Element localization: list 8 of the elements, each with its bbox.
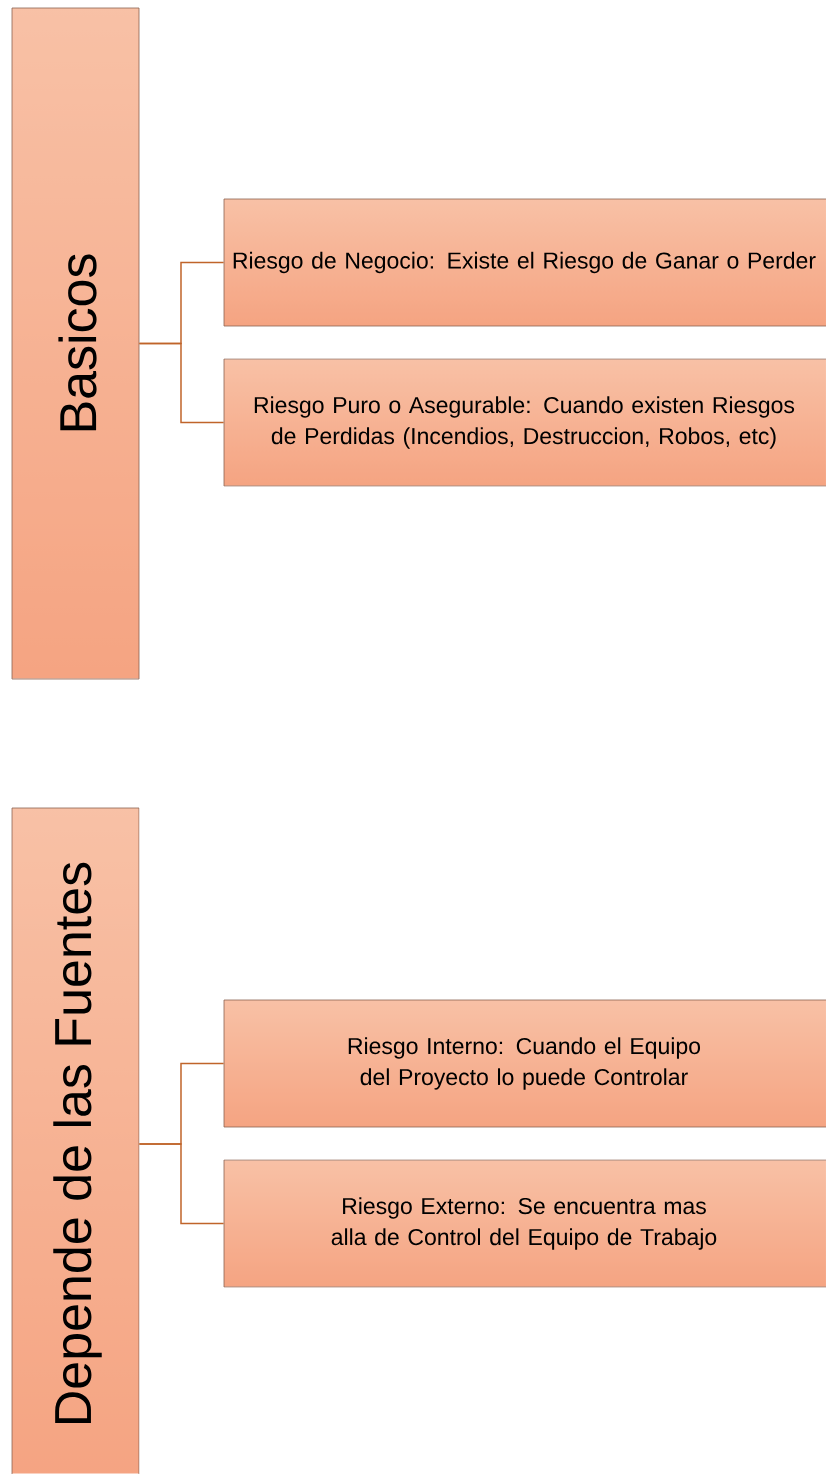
item-box: Riesgo de Negocio: Existe el Riesgo de Ganar o Perder — [223, 198, 826, 327]
connector-line — [138, 342, 225, 424]
category-box: Basicos — [11, 7, 140, 680]
item-box: Riesgo Puro o Asegurable: Cuando existen Riesgos de Perdidas (Incendios, Destruccion, Robos, etc) — [223, 358, 826, 487]
connector-line — [138, 1143, 225, 1225]
category-box: Depende de las Fuentes — [11, 807, 140, 1474]
item-box: Riesgo Externo: Se encuentra mas alla de Control del Equipo de Trabajo — [223, 1159, 826, 1288]
item-box: Riesgo Interno: Cuando el Equipo del Proyecto lo puede Controlar — [223, 999, 826, 1128]
